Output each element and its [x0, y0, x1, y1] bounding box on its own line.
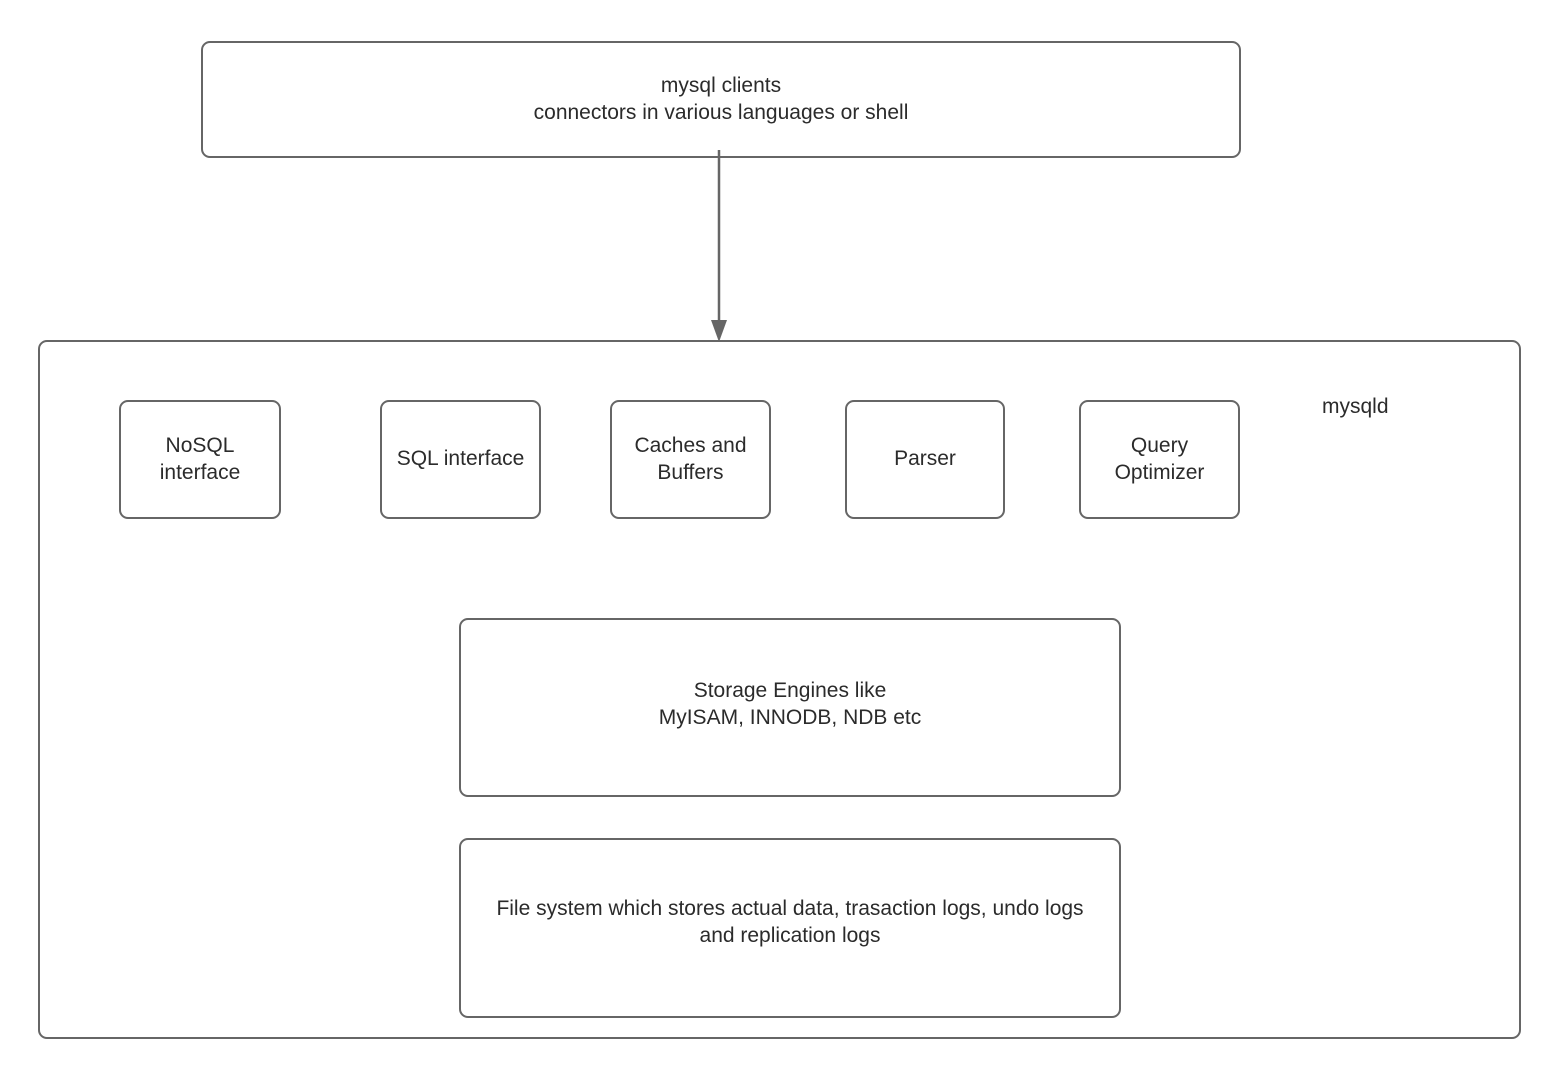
nosql-interface-label: NoSQL interface: [159, 433, 241, 484]
sql-interface-label: SQL interface: [396, 447, 525, 471]
mysql-clients-box[interactable]: mysql clients connectors in various lang…: [201, 41, 1241, 158]
file-system-label: File system which stores actual data, tr…: [496, 897, 1084, 947]
clients-to-mysqld-arrow-icon: [711, 150, 727, 342]
sql-interface-box[interactable]: SQL interface: [380, 400, 541, 519]
query-optimizer-box[interactable]: Query Optimizer: [1079, 400, 1240, 519]
parser-box[interactable]: Parser: [845, 400, 1005, 519]
mysqld-label: mysqld: [1322, 395, 1389, 418]
storage-engines-box[interactable]: Storage Engines like MyISAM, INNODB, NDB…: [459, 618, 1121, 797]
file-system-box[interactable]: File system which stores actual data, tr…: [459, 838, 1121, 1018]
parser-label: Parser: [894, 447, 956, 471]
storage-engines-label: Storage Engines like MyISAM, INNODB, NDB…: [658, 679, 922, 729]
caches-and-buffers-label: Caches and Buffers: [634, 433, 747, 484]
mysql-clients-label: mysql clients connectors in various lang…: [533, 73, 909, 124]
query-optimizer-label: Query Optimizer: [1114, 433, 1205, 484]
nosql-interface-box[interactable]: NoSQL interface: [119, 400, 281, 519]
caches-and-buffers-box[interactable]: Caches and Buffers: [610, 400, 771, 519]
